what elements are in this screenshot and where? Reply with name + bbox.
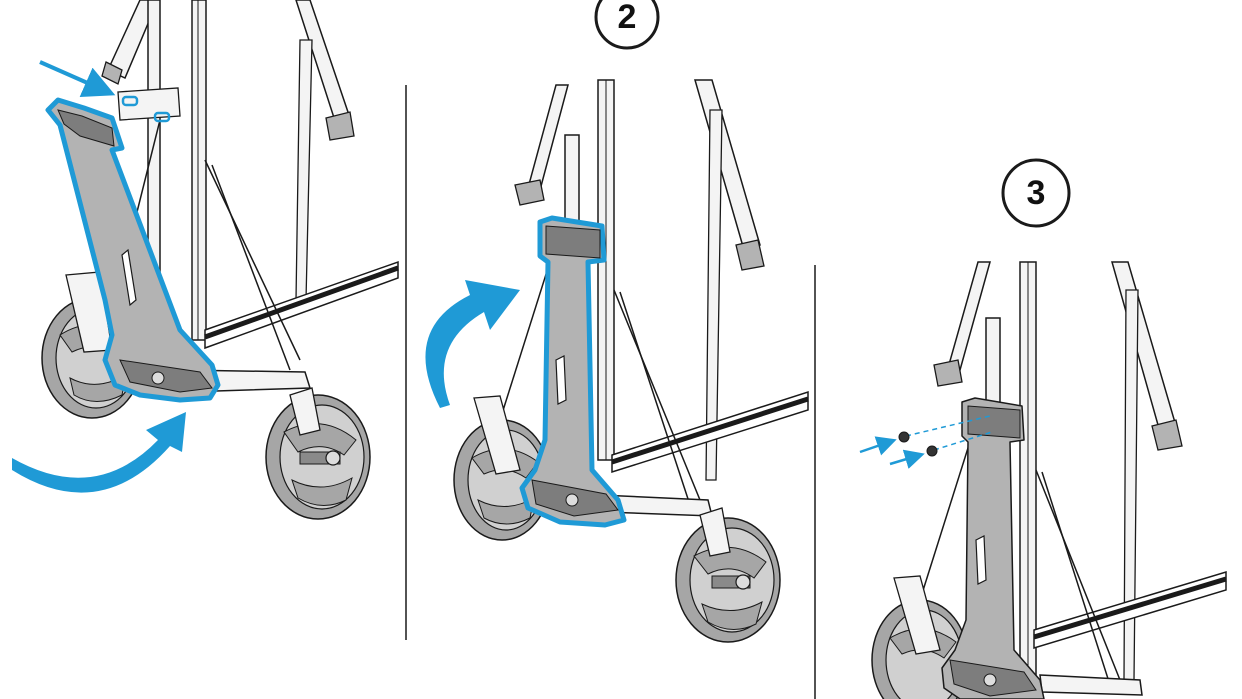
step-3-badge — [1001, 158, 1071, 228]
frame-tube — [191, 0, 207, 341]
step-2-badge — [594, 0, 660, 50]
foot-bracket-part — [519, 215, 627, 528]
panel-step-1 — [12, 0, 399, 520]
foot-bracket-part — [45, 97, 221, 403]
foot-bracket-part — [941, 397, 1045, 699]
blue-pointer-arrow-icon — [889, 449, 925, 469]
blue-curved-arrow-icon — [12, 412, 186, 493]
blue-curved-arrow-icon — [425, 280, 520, 408]
blue-pointer-arrow-icon — [39, 60, 116, 97]
panel-step-2 — [425, 0, 809, 643]
step-2-number: 2 — [617, 0, 637, 36]
wheel — [265, 394, 371, 520]
step-3-number: 3 — [1026, 174, 1046, 212]
screw-icon — [926, 445, 938, 457]
wheel — [675, 517, 781, 643]
screw-icon — [898, 431, 910, 443]
frame-leg — [107, 0, 159, 80]
panel-step-3 — [859, 158, 1227, 699]
blue-pointer-arrow-icon — [859, 436, 897, 456]
